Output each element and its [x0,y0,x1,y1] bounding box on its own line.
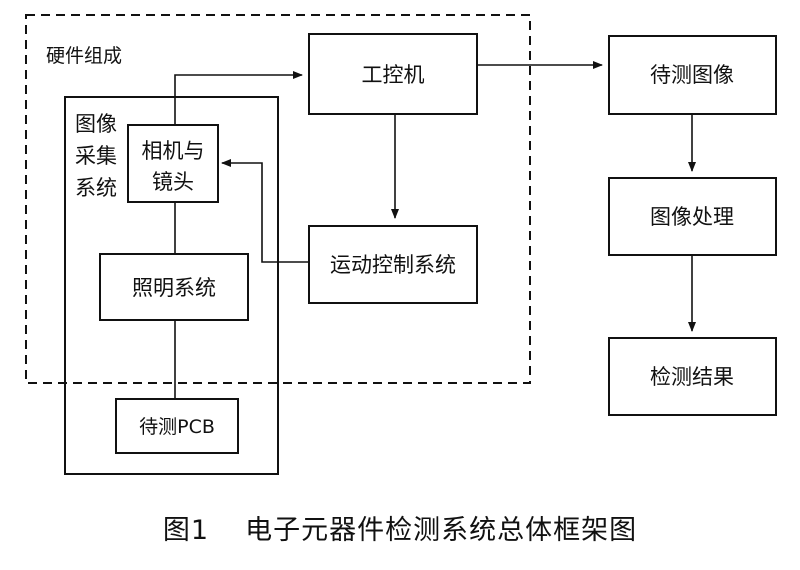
node-image: 待测图像 [608,35,777,115]
figure-number: 图1 [162,515,210,546]
node-image-label: 待测图像 [650,63,734,87]
node-result: 检测结果 [608,337,777,416]
node-camera: 相机与 镜头 [127,124,219,203]
node-processing: 图像处理 [608,177,777,256]
node-camera-label-line1: 相机与 [142,139,205,163]
node-ipc: 工控机 [308,33,478,115]
hardware-group-frame [25,14,531,384]
figure-title: 电子元器件检测系统总体框架图 [245,515,638,546]
acquisition-label-line3: 系统 [75,176,117,200]
hardware-group-label: 硬件组成 [46,45,122,67]
node-lighting: 照明系统 [99,253,249,321]
node-camera-label-line2: 镜头 [152,170,194,194]
system-framework-diagram: 硬件组成 图像 采集 系统 工控机 相机与 镜头 照明系统 运动控制系统 待测P… [25,14,777,475]
figure-caption: 图1 电子元器件检测系统总体框架图 [0,508,800,547]
camera-to-ipc-arrow [174,71,303,125]
node-pcb: 待测PCB [115,398,239,454]
acquisition-label-line1: 图像 [75,112,117,136]
node-processing-label: 图像处理 [650,205,734,229]
node-pcb-label: 待测PCB [139,416,215,438]
node-ipc-label: 工控机 [362,63,425,87]
node-motion: 运动控制系统 [308,225,478,304]
node-lighting-label: 照明系统 [132,276,216,300]
node-result-label: 检测结果 [650,365,734,389]
acquisition-group-frame [64,96,279,475]
motion-to-camera-arrow [221,159,309,263]
node-motion-label: 运动控制系统 [330,253,456,277]
acquisition-label-line2: 采集 [75,144,117,168]
